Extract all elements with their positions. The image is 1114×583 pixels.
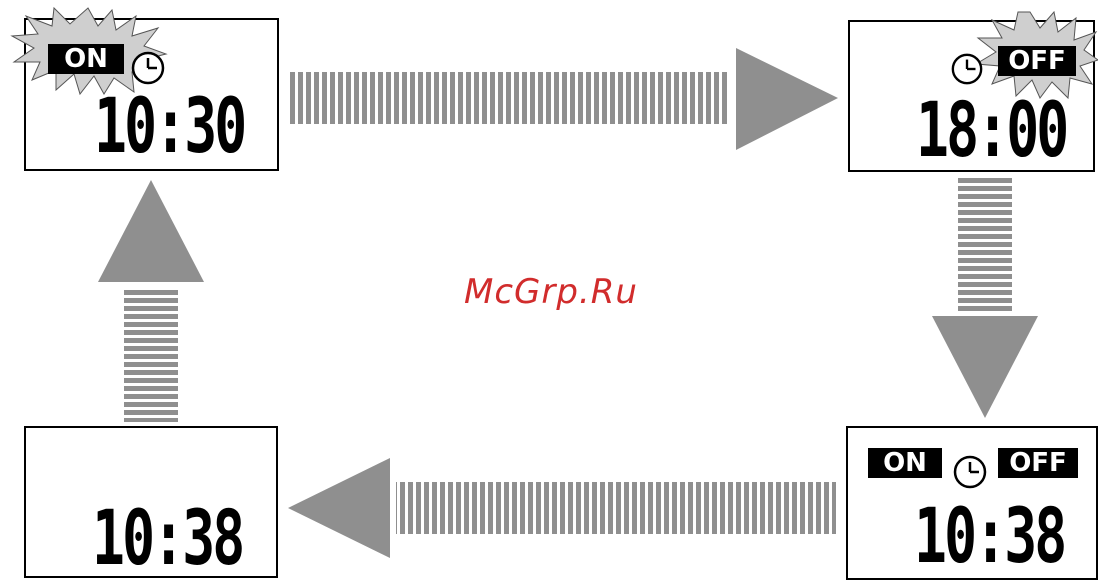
time-display: 10:30: [94, 88, 244, 164]
time-display: 10:38: [914, 498, 1064, 574]
arrow-down-icon: [930, 178, 1040, 420]
on-badge: ON: [868, 448, 942, 478]
arrow-up-icon: [96, 178, 206, 422]
arrow-right-icon: [290, 46, 840, 154]
lcd-panel-on-off: ON OFF 10:38: [846, 426, 1098, 580]
time-display: 18:00: [916, 92, 1066, 168]
time-display: 10:38: [92, 500, 242, 576]
lcd-panel-idle: 10:38: [24, 426, 278, 578]
clock-icon: [952, 454, 988, 490]
on-badge: ON: [48, 44, 124, 74]
clock-icon: [950, 52, 984, 86]
watermark: McGrp.Ru: [464, 272, 638, 312]
off-badge: OFF: [998, 448, 1078, 478]
arrow-left-icon: [288, 456, 838, 560]
lcd-panel-on: ON 10:30: [24, 18, 279, 171]
lcd-panel-off: OFF 18:00: [848, 20, 1095, 172]
off-badge: OFF: [998, 46, 1076, 76]
